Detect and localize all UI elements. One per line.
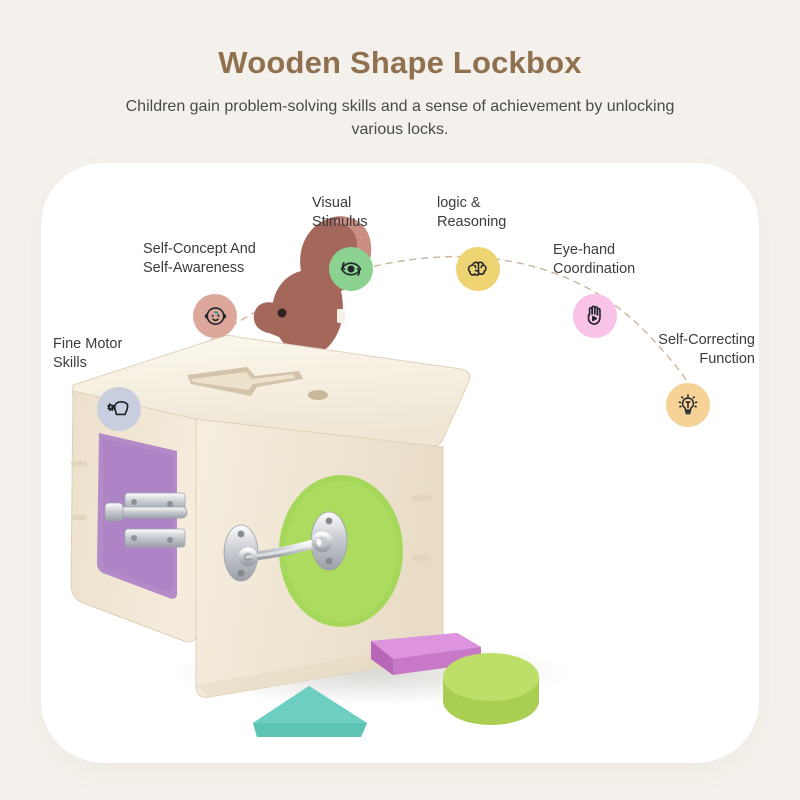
feature-label-eye-hand-coordination: Eye-hand Coordination [553,242,636,278]
page-title: Wooden Shape Lockbox [218,45,582,80]
feature-badge-eye-hand-coordination[interactable] [573,294,617,338]
product-photo [41,163,759,763]
page-header: Wooden Shape Lockbox Children gain probl… [0,0,800,163]
pinch-hand-icon [106,396,132,422]
feature-badge-fine-motor-skills[interactable] [97,387,141,431]
baby-face-icon [202,303,229,330]
feature-badge-self-concept-and-self-awareness[interactable] [193,294,237,338]
hand-eye-icon [582,303,608,329]
loose-shape-circle [443,653,539,725]
loose-shape-triangle [253,686,367,737]
hook-and-eye-latch [223,511,348,582]
feature-label-logic-and-reasoning: logic & Reasoning [437,195,507,231]
feature-label-self-correcting-function: Self-Correcting Function [658,332,755,368]
feature-badge-self-correcting-function[interactable] [666,383,710,427]
brain-icon [465,256,492,283]
feature-badge-visual-stimulus[interactable] [329,247,373,291]
eye-icon [338,256,364,282]
lockbox-left-face [70,390,197,643]
feature-label-visual-stimulus: Visual Stimulus [312,195,368,231]
feature-label-self-concept-and-self-awareness: Self-Concept And Self-Awareness [143,241,256,277]
feature-badge-logic-and-reasoning[interactable] [456,247,500,291]
lightbulb-icon [675,392,701,418]
product-card: Fine Motor Skills Self-Concept And Self-… [41,163,759,763]
slide-bolt-latch [104,492,188,548]
lockbox-illustration [70,216,571,737]
page-subtitle: Children gain problem-solving skills and… [125,98,675,139]
feature-label-fine-motor-skills: Fine Motor Skills [53,336,123,372]
